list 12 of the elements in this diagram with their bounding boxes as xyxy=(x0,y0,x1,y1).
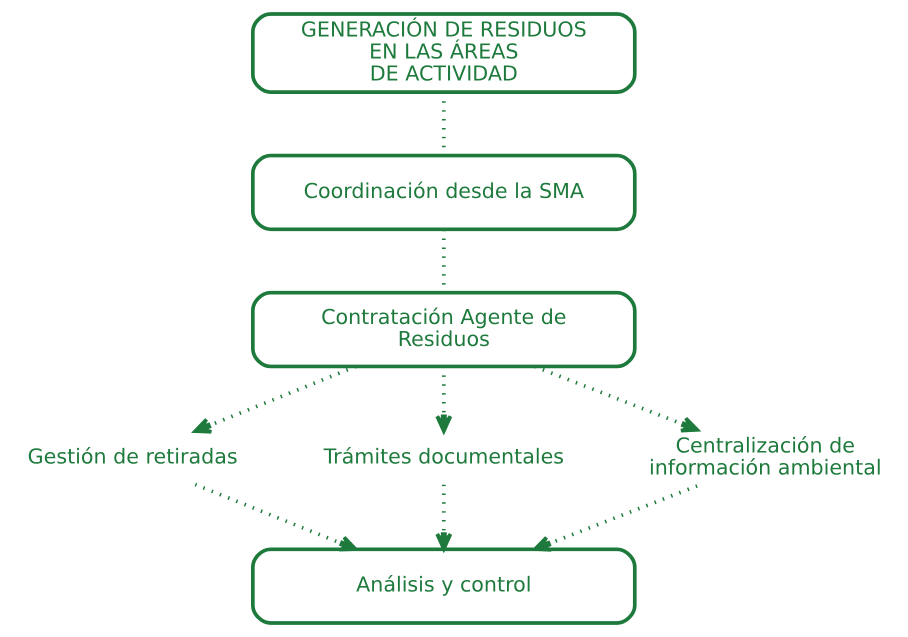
node-text: Centralización de información ambiental xyxy=(648,433,882,480)
node-box: Contratación Agente de Residuos xyxy=(250,290,636,368)
node-text: Trámites documentales xyxy=(323,444,564,468)
node-box: Coordinación desde la SMA xyxy=(250,154,636,232)
arrow xyxy=(532,484,698,552)
node-text: Gestión de retiradas xyxy=(27,444,238,468)
arrow xyxy=(194,482,357,552)
node-box: Análisis y control xyxy=(250,547,636,625)
arrow xyxy=(192,364,356,434)
node-box: GENERACIÓN DE RESIDUOS EN LAS ÁREAS DE ACTIVIDAD xyxy=(250,12,636,94)
arrow xyxy=(434,484,452,551)
arrow xyxy=(533,364,698,432)
